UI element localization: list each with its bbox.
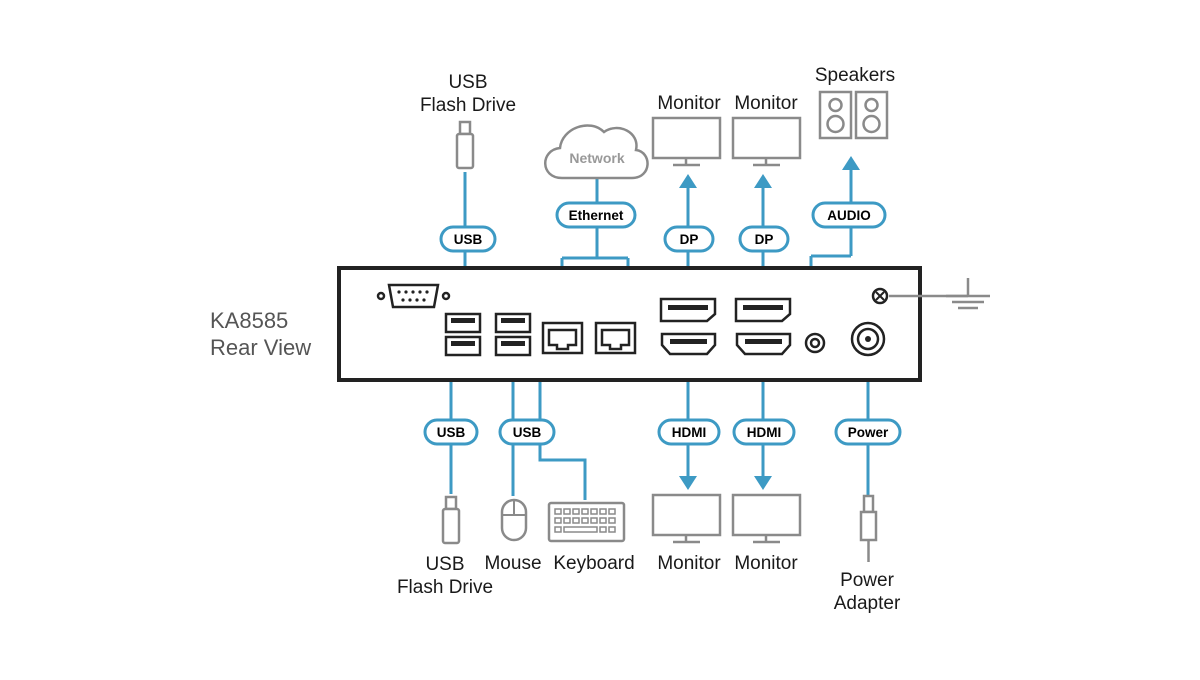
network-label: Network [569, 150, 624, 166]
usb-flash-bottom-label-2: Flash Drive [397, 577, 493, 598]
monitor-icon-dp-2 [731, 116, 802, 167]
ethernet-port-2 [594, 321, 637, 355]
monitor-hdmi-2-label: Monitor [734, 553, 798, 574]
usb-flash-drive-icon [455, 120, 475, 170]
keyboard-icon [547, 501, 626, 543]
power-adapter-label-2: Adapter [834, 593, 901, 614]
pill-usb-top: USB [439, 225, 497, 253]
displayport-port-1 [659, 297, 717, 323]
pill-dp-1-label: DP [680, 232, 699, 247]
mouse-icon [500, 498, 528, 542]
device-name: KA8585 [210, 308, 288, 333]
pill-usb-top-label: USB [454, 232, 483, 247]
ethernet-port-1 [541, 321, 584, 355]
arrow-down-hdmi2 [754, 476, 772, 490]
usb-flash-bottom-label-1: USB [425, 554, 464, 575]
usb-port-stack-1 [444, 312, 482, 357]
usb-flash-top-label-2: Flash Drive [420, 95, 516, 116]
arrow-down-hdmi1 [679, 476, 697, 490]
speakers-label: Speakers [815, 65, 895, 86]
arrow-up-audio [842, 156, 860, 170]
pill-dp-2-label: DP [755, 232, 774, 247]
power-adapter-label-1: Power [840, 570, 895, 591]
pill-ethernet-label: Ethernet [569, 208, 624, 223]
arrowheads [679, 156, 860, 490]
ground-screw-icon [871, 287, 889, 305]
usb-flash-drive-bottom-icon [441, 495, 461, 545]
monitor-icon-hdmi-1 [651, 493, 722, 544]
audio-jack-icon [804, 332, 826, 354]
hdmi-port-1 [660, 332, 717, 356]
device-rear-panel [337, 266, 922, 382]
monitor-dp-1-label: Monitor [657, 93, 721, 114]
usb-flash-top-label-1: USB [448, 72, 487, 93]
pill-hdmi-1: HDMI [657, 418, 721, 446]
power-jack-icon [850, 321, 886, 357]
pill-hdmi-1-label: HDMI [672, 425, 707, 440]
pill-audio: AUDIO [811, 201, 887, 229]
pill-usb-bottom-right-label: USB [513, 425, 542, 440]
pill-power: Power [834, 418, 902, 446]
pill-dp-2: DP [738, 225, 790, 253]
pill-dp-1: DP [663, 225, 715, 253]
serial-port-icon [376, 283, 451, 309]
power-adapter-icon [859, 494, 878, 562]
ground-symbol-icon [889, 278, 990, 310]
keyboard-label: Keyboard [553, 553, 634, 574]
usb-port-stack-2 [494, 312, 532, 357]
monitor-dp-2-label: Monitor [734, 93, 798, 114]
pill-audio-label: AUDIO [827, 208, 871, 223]
arrow-up-dp2 [754, 174, 772, 188]
hdmi-port-2 [735, 332, 792, 356]
pill-usb-bottom-right: USB [498, 418, 556, 446]
mouse-label: Mouse [484, 553, 541, 574]
pill-hdmi-2-label: HDMI [747, 425, 782, 440]
monitor-icon-hdmi-2 [731, 493, 802, 544]
device-view-label: Rear View [210, 335, 311, 360]
pill-hdmi-2: HDMI [732, 418, 796, 446]
speakers-icon [818, 90, 889, 140]
pill-ethernet: Ethernet [555, 201, 637, 229]
arrow-up-dp1 [679, 174, 697, 188]
pill-usb-bottom-left-label: USB [437, 425, 466, 440]
displayport-port-2 [734, 297, 792, 323]
monitor-hdmi-1-label: Monitor [657, 553, 721, 574]
pill-power-label: Power [848, 425, 889, 440]
network-cloud-icon: Network [544, 124, 649, 180]
pill-usb-bottom-left: USB [423, 418, 479, 446]
monitor-icon-dp-1 [651, 116, 722, 167]
